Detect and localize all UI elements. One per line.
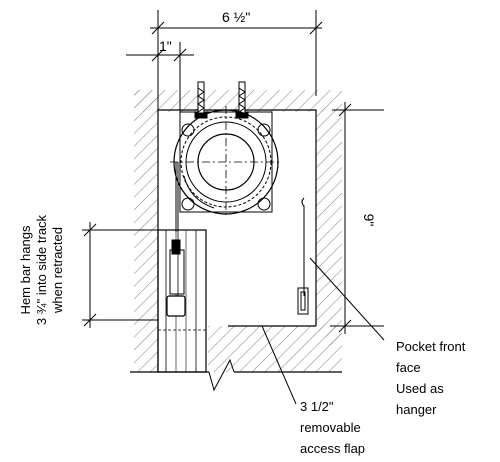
pocket-line3: Used as	[396, 381, 444, 396]
hem-bar-note: Hem bar hangs 3 ¾" into side track when …	[18, 214, 65, 325]
pocket-line2: face	[396, 360, 421, 375]
wall-hatching	[134, 90, 342, 372]
leader-lines	[261, 257, 385, 405]
pocket-line4: hanger	[396, 402, 437, 417]
flap-note: 3 1/2" removable access flap	[300, 399, 365, 456]
pocket-clip	[297, 197, 309, 315]
dimension-inset	[126, 42, 194, 112]
fabric	[175, 162, 179, 232]
flap-line3: access flap	[300, 441, 365, 456]
hem-bar-line3: when retracted	[50, 227, 65, 314]
flap-line2: removable	[300, 420, 361, 435]
screws	[194, 81, 249, 119]
dim-overall-width: 6 ½"	[222, 9, 250, 25]
dim-height: 9"	[361, 214, 377, 227]
pocket-note: Pocket front face Used as hanger	[396, 339, 466, 417]
hem-bar-line2: 3 ¾" into side track	[34, 214, 49, 325]
dim-inset: 1"	[159, 38, 172, 54]
hem-bar-line1: Hem bar hangs	[18, 225, 33, 314]
hem-bar	[166, 232, 186, 317]
flap-line1: 3 1/2"	[300, 399, 334, 414]
dimension-hem-bar	[82, 222, 158, 328]
pocket-line1: Pocket front	[396, 339, 466, 354]
dimension-height	[330, 102, 384, 334]
dimension-width	[150, 10, 323, 110]
roller-tube	[170, 106, 282, 218]
